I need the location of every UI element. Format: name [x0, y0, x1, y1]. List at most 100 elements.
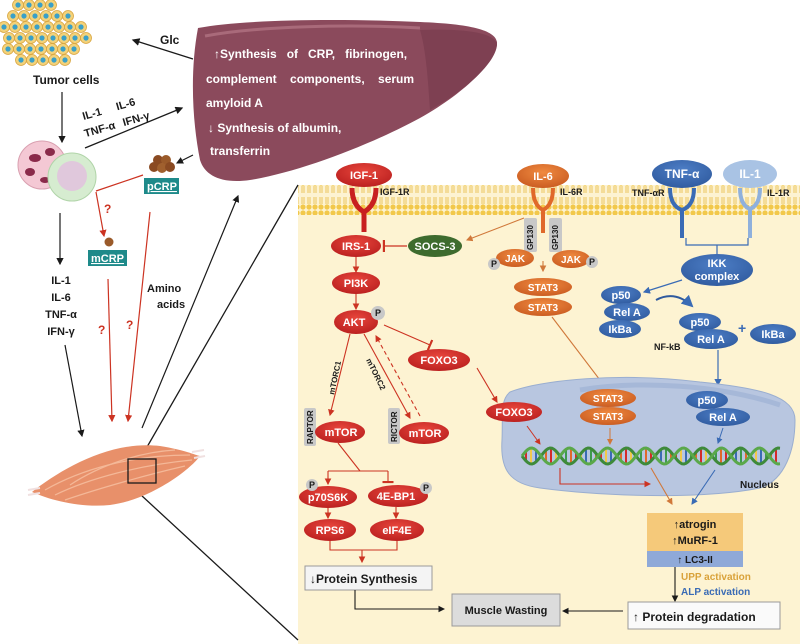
tumor-cell-nucleus: [56, 24, 62, 30]
akt-inhibits-foxo3: [383, 324, 434, 351]
tumor-cell-nucleus: [27, 46, 33, 52]
protein-synthesis-box: [304, 565, 433, 591]
akt-to-mtorc2-arrow: [363, 333, 411, 419]
cell-membrane: [298, 185, 800, 215]
stat3-cytoplasm-node-1: [514, 278, 572, 296]
igf1-label: IGF-1: [350, 170, 378, 182]
tumor-cell-nucleus: [38, 46, 44, 52]
ikba-bound-label: IkBa: [608, 324, 632, 336]
rps6-node: [304, 519, 356, 541]
rictor-badge: [388, 408, 400, 444]
cytokine-liver-arrow: [84, 106, 184, 149]
tumor-cell-nucleus: [39, 35, 45, 41]
ikk-to-nfkb-arrow: [642, 279, 683, 294]
tumor-cell-nucleus: [72, 35, 78, 41]
receptor-bracket: [685, 238, 749, 255]
atrogin-label: ↑atrogin: [674, 519, 717, 531]
tumor-cell-nucleus: [6, 35, 12, 41]
il6-label: IL-6: [533, 171, 553, 183]
glc-label: Glc: [160, 33, 180, 47]
liver: ↑Synthesis of CRP, fibrinogen, complemen…: [192, 20, 498, 182]
liver-text-3: amyloid A: [206, 96, 263, 110]
tumor-cells-icon: [0, 0, 92, 66]
p70s6k-phospho-badge: [306, 479, 318, 491]
tnfa-label: TNF-α: [665, 167, 700, 181]
socs3-label: SOCS-3: [415, 241, 456, 253]
tumor-cell-nucleus: [67, 24, 73, 30]
tumor-cell-nucleus: [37, 2, 43, 8]
tumor-cell-nucleus: [51, 57, 57, 63]
tumor-cell-nucleus: [45, 24, 51, 30]
jak-left-phospho-label: P: [491, 259, 497, 269]
p50-bound-label: p50: [612, 290, 631, 302]
ikk-complex-node: [681, 254, 753, 286]
question-mark-2: ?: [98, 323, 105, 337]
foxo3-to-nucleus-arrow: [476, 367, 498, 403]
mcrp-icon: [104, 237, 114, 247]
raptor-label: RAPTOR: [306, 410, 315, 444]
question-mark-3: ?: [126, 318, 133, 332]
alp-box: [647, 551, 743, 567]
4ebp1-node: [368, 485, 428, 507]
il1r-label: IL-1R: [767, 188, 790, 198]
stat3-to-nucleus-arrow: [551, 316, 604, 385]
tumor-cell-nucleus: [78, 24, 84, 30]
irs1-label: IRS-1: [342, 241, 370, 253]
jak-left-label: JAK: [505, 254, 526, 265]
foxo3-nucleus-node: [486, 402, 542, 422]
4ebp1-phospho-badge: [420, 482, 432, 494]
liver-text-1: ↑Synthesis of CRP, fibrinogen,: [214, 47, 407, 61]
nucleus: [501, 377, 796, 497]
protein-degradation-box: [627, 601, 781, 630]
ikba-bound-node: [599, 320, 641, 338]
pcrp-label: pCRP: [147, 181, 177, 193]
immune-to-mcrp-arrow: [95, 191, 107, 238]
pcrp-icon: [149, 155, 175, 173]
rictor-label: RICTOR: [390, 411, 399, 442]
tumor-cell-nucleus: [32, 13, 38, 19]
stat3-nucleus-label-1: STAT3: [593, 394, 624, 405]
zoom-box: [127, 458, 157, 484]
p50-free-node: [679, 313, 721, 331]
4ebp1-phospho-label: P: [423, 483, 429, 493]
mcrp-badge: [88, 250, 127, 266]
foxo3-nucleus-label: FOXO3: [495, 407, 532, 419]
muscle-wasting-box: [451, 593, 561, 627]
nfkb-release-arrow: [655, 294, 694, 308]
tumor-cell-nucleus: [1, 24, 7, 30]
mtor2-node: [399, 422, 449, 444]
stat3-nucleus-node-1: [580, 389, 636, 407]
mtor2-label: mTOR: [409, 428, 442, 440]
mtor1-node: [315, 421, 365, 443]
irs1-node: [331, 235, 381, 257]
rela-free-node: [684, 329, 738, 349]
tumor-cell-nucleus: [18, 57, 24, 63]
tumor-cell-nucleus: [54, 13, 60, 19]
p70s6k-phospho-label: P: [309, 480, 315, 490]
rela-nucleus-label: Rel A: [709, 412, 737, 424]
tumor-cell-nucleus: [48, 2, 54, 8]
jak-right-phospho-badge: [586, 256, 598, 268]
liver-text-4: ↓ Synthesis of albumin,: [208, 121, 341, 135]
ikk-label-1: IKK: [708, 258, 727, 270]
mtorc2-to-akt-dashed-arrow: [375, 335, 421, 417]
synthesis-to-wasting-arrow: [354, 590, 446, 613]
mcrp-label: mCRP: [91, 253, 124, 265]
nucleus-highlight: [579, 382, 781, 408]
side-cytokine-tnfa: TNF-α: [45, 309, 77, 321]
eif4e-node: [370, 519, 424, 541]
amino-acids-arrow: [141, 194, 240, 429]
foxo3-cytoplasm-node: [408, 349, 470, 371]
tumor-cell-nucleus: [16, 46, 22, 52]
cytokines-to-liver: IL-1 IL-6 TNF-α IFN-γ: [81, 96, 152, 140]
pcrp-immune-line: [95, 174, 144, 192]
stat3-cytoplasm-label-2: STAT3: [528, 303, 559, 314]
tumor-cell-nucleus: [15, 2, 21, 8]
tumor-cell-nucleus: [50, 35, 56, 41]
p50-bound-node: [601, 286, 641, 304]
dna-helix-icon: [520, 446, 781, 466]
muscle-wasting-label: Muscle Wasting: [465, 605, 548, 617]
jak-right-phospho-label: P: [589, 257, 595, 267]
tumor-cell-nucleus: [21, 13, 27, 19]
